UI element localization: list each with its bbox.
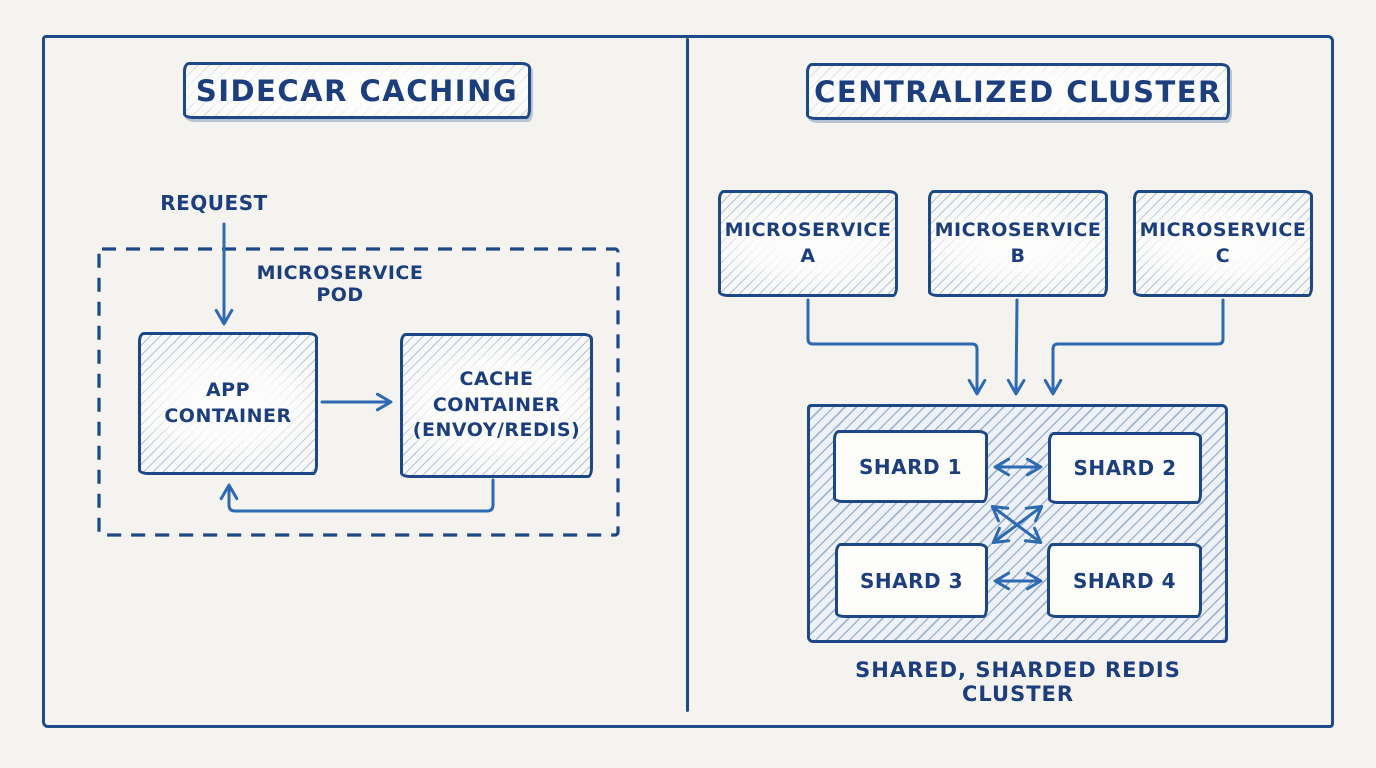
shard-2-box: SHARD 2: [1048, 432, 1202, 504]
microservice-pod-label: MICROSERVICE POD: [256, 262, 424, 306]
cache-container-box: CACHE CONTAINER (ENVOY/REDIS): [400, 333, 593, 478]
microservice-a-box: MICROSERVICE A: [718, 190, 898, 297]
microservice-b-box: MICROSERVICE B: [928, 190, 1108, 297]
panel-divider-line: [686, 38, 689, 712]
left-panel-title: SIDECAR CACHING: [183, 62, 531, 119]
app-container-box: APP CONTAINER: [138, 332, 318, 475]
shard-1-box: SHARD 1: [833, 430, 988, 503]
outer-frame: [42, 35, 1334, 728]
request-label: REQUEST: [160, 191, 268, 215]
shard-4-box: SHARD 4: [1047, 543, 1202, 618]
shard-3-box: SHARD 3: [835, 543, 988, 618]
cluster-caption: SHARED, SHARDED REDIS CLUSTER: [855, 658, 1181, 706]
right-panel-title: CENTRALIZED CLUSTER: [806, 63, 1230, 120]
microservice-c-box: MICROSERVICE C: [1133, 190, 1313, 297]
